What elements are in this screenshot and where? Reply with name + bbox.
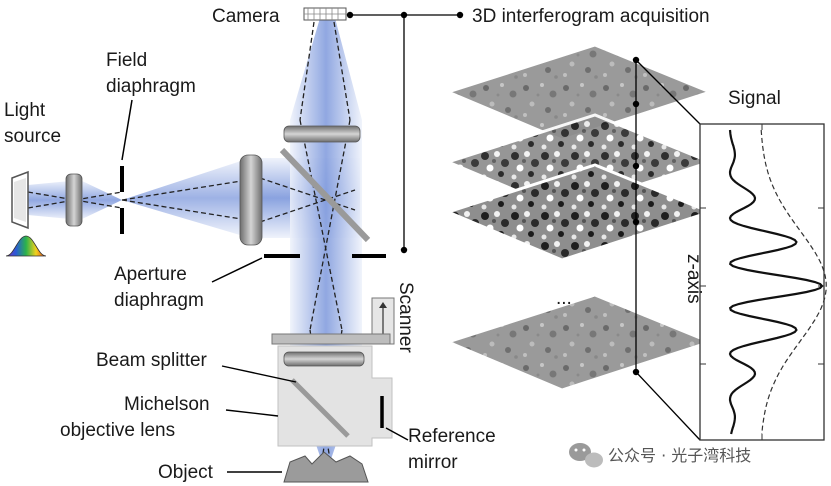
field-label-2: diaphragm [106, 76, 196, 97]
signal-envelope [760, 129, 827, 435]
signal-panel [699, 123, 825, 441]
slice-connector [635, 59, 701, 441]
aperture-label-2: diaphragm [114, 290, 204, 311]
acquisition-label: 3D interferogram acquisition [472, 6, 710, 27]
slice-dots [632, 56, 640, 376]
reference-label-2: mirror [408, 452, 458, 473]
michelson-pointer [225, 409, 279, 417]
connector-dot [346, 11, 354, 19]
beam-splitter-pointer [221, 365, 297, 383]
scanner-bar [271, 333, 391, 345]
light-source [11, 170, 29, 230]
reference-label-1: Reference [408, 426, 496, 447]
light-label-2: source [4, 126, 61, 147]
camera-label: Camera [212, 6, 280, 27]
slice-dot [632, 56, 640, 64]
tube-lens [283, 125, 361, 143]
z-axis-label: z-axis [683, 254, 704, 304]
interferogram-slice-bottom [443, 293, 715, 392]
illumination-lens [239, 154, 263, 246]
object-label: Object [158, 462, 214, 483]
camera-sensor [303, 7, 347, 21]
michelson-beam-splitter [290, 378, 350, 438]
aperture-pointer [211, 257, 263, 283]
field-diaphragm-pointer [121, 99, 133, 161]
connector-dot [400, 11, 408, 19]
wechat-icon [569, 443, 603, 468]
main-beam-splitter [279, 147, 371, 243]
scanner-connector [350, 14, 460, 250]
slice-dot [632, 100, 640, 108]
watermark-text: 公众号 · 光子湾科技 [608, 446, 751, 465]
slice-dot [632, 218, 640, 226]
spectrum-icon [5, 235, 47, 257]
slice-ellipsis: ... [556, 288, 572, 309]
michelson-label-1: Michelson [124, 394, 210, 415]
michelson-objective [277, 345, 393, 447]
slice-dot [632, 162, 640, 170]
aperture-label-1: Aperture [114, 264, 187, 285]
object-sample [283, 451, 369, 483]
collector-lens [65, 173, 83, 227]
michelson-label-2: objective lens [60, 420, 175, 441]
signal-curve [728, 129, 824, 435]
connector-dot [456, 11, 464, 19]
light-label-1: Light [4, 100, 46, 121]
field-label-1: Field [106, 50, 147, 71]
objective-lens [283, 351, 365, 367]
connector-dot [400, 246, 408, 254]
scanner-label: Scanner [395, 282, 416, 353]
signal-label: Signal [728, 88, 781, 109]
reference-pointer [385, 427, 409, 441]
beam-splitter-label: Beam splitter [96, 350, 208, 371]
interferogram-stack [443, 43, 715, 392]
slice-dot [632, 368, 640, 376]
